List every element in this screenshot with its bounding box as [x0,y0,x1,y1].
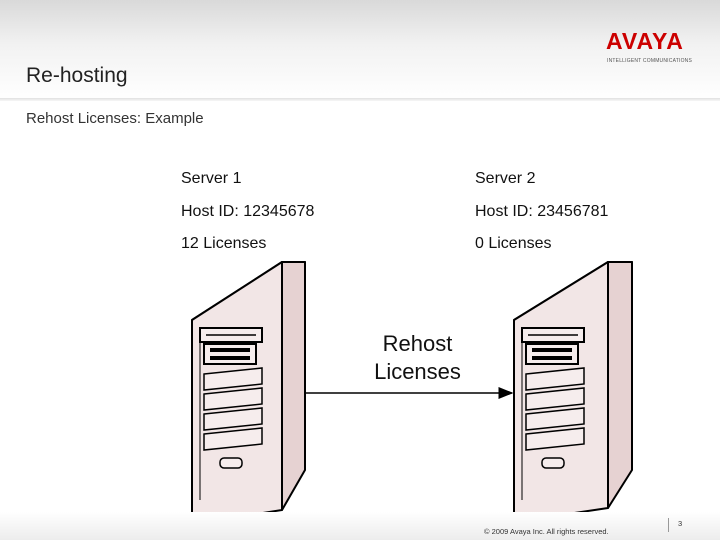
copyright-text: © 2009 Avaya Inc. All rights reserved. [484,527,609,536]
avaya-logo: AVAYA [606,28,684,54]
logo-tagline: INTELLIGENT COMMUNICATIONS [607,58,693,64]
rehost-licenses-label: Rehost Licenses [355,330,480,386]
server1-licenses: 12 Licenses [181,235,267,252]
slide-title: Re-hosting [26,64,128,87]
server2-host-id: Host ID: 23456781 [475,203,609,220]
rehost-label-line2: Licenses [374,359,461,384]
server2-name: Server 2 [475,170,536,187]
slide-subtitle: Rehost Licenses: Example [26,110,204,127]
header-divider [0,98,720,101]
server1-host-id: Host ID: 12345678 [181,203,315,220]
slide-header [0,0,720,100]
rehost-label-line1: Rehost [382,331,453,356]
server2-licenses: 0 Licenses [475,235,552,252]
page-number: 3 [678,519,683,528]
server2-tower-icon [513,261,633,523]
server1-name: Server 1 [181,170,242,187]
server1-tower-icon [191,261,306,525]
page-separator [668,518,669,532]
slide-footer [0,512,720,540]
